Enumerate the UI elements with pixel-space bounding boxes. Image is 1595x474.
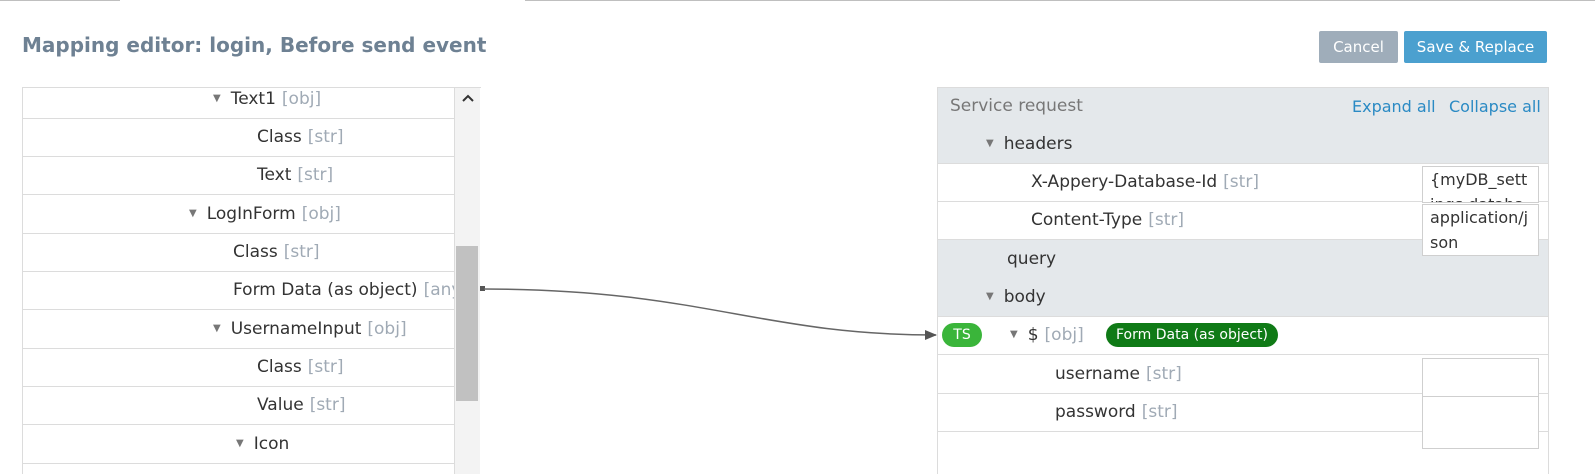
- tree-row-type: [str]: [1148, 210, 1185, 230]
- source-tree-panel: ▼Text1[obj] Class[str] Text[str] ▼LogInF…: [22, 87, 481, 474]
- tree-row-form-data[interactable]: Form Data (as object)[any]: [23, 271, 456, 310]
- tree-row-text1[interactable]: ▼ Text1[obj]: [23, 88, 456, 119]
- tree-row-type: [str]: [1223, 172, 1259, 192]
- tree-row-usernameinput-class[interactable]: Class[str]: [23, 348, 456, 387]
- tree-row-type: [str]: [297, 165, 334, 185]
- tree-row-label: Content-Type: [1031, 210, 1143, 230]
- tree-row-label: Form Data (as object): [233, 280, 418, 300]
- password-value-field[interactable]: [1422, 396, 1539, 449]
- collapse-all-link[interactable]: Collapse all: [1449, 97, 1541, 116]
- tree-row-label: $: [1027, 325, 1039, 345]
- tree-row-type: [str]: [283, 242, 320, 262]
- tree-row-body-root[interactable]: TS ▼ $[obj] Form Data (as object): [938, 316, 1548, 355]
- tree-row-type: [obj]: [281, 89, 322, 109]
- tree-row-type: [str]: [1141, 402, 1178, 422]
- tree-row-headers[interactable]: ▼ headers: [938, 125, 1548, 164]
- content-type-value-field[interactable]: application/json: [1422, 204, 1539, 256]
- triangle-down-icon[interactable]: ▼: [236, 438, 244, 449]
- tree-row-label: Class: [257, 357, 302, 377]
- tree-row-type: [any]: [423, 280, 456, 300]
- top-tab-gap: [120, 0, 525, 2]
- triangle-down-icon[interactable]: ▼: [1010, 329, 1018, 340]
- tree-row-type: [obj]: [1044, 325, 1084, 345]
- tree-row-label: username: [1055, 364, 1140, 384]
- tree-row-body[interactable]: ▼ body: [938, 278, 1548, 317]
- vertical-scrollbar[interactable]: [454, 88, 480, 474]
- tree-row-label: query: [1007, 249, 1057, 269]
- tree-row-password[interactable]: password[str]: [938, 393, 1548, 432]
- triangle-down-icon[interactable]: ▼: [189, 208, 197, 219]
- tree-row-label: X-Appery-Database-Id: [1031, 172, 1218, 192]
- top-border: [0, 0, 1595, 1]
- service-request-label: Service request: [950, 96, 1083, 116]
- tree-row-label: headers: [1003, 134, 1073, 154]
- tree-row-username[interactable]: username [str]: [938, 355, 1548, 394]
- ts-button[interactable]: TS: [942, 323, 982, 347]
- cancel-button[interactable]: Cancel: [1319, 31, 1398, 63]
- page-title: Mapping editor: login, Before send event: [22, 33, 487, 57]
- target-tree-panel: Service request Expand all Collapse all …: [937, 87, 1549, 474]
- tree-row-label: Text1: [230, 89, 276, 109]
- tree-row-loginform[interactable]: ▼ LogInForm[obj]: [23, 195, 456, 234]
- tree-row-label: password: [1055, 402, 1136, 422]
- tree-row-text1-class[interactable]: Class[str]: [23, 118, 456, 157]
- tree-row-label: body: [1003, 287, 1046, 307]
- tree-row-icon[interactable]: ▼ Icon: [23, 425, 456, 464]
- triangle-down-icon[interactable]: ▼: [986, 291, 994, 302]
- tree-row-label: Value: [257, 395, 304, 415]
- tree-row-label: UsernameInput: [230, 319, 362, 339]
- chevron-up-icon[interactable]: [455, 92, 480, 106]
- tree-row-usernameinput[interactable]: ▼ UsernameInput[obj]: [23, 310, 456, 349]
- tree-row-type: [str]: [1146, 364, 1182, 384]
- tree-row-type: [str]: [307, 127, 344, 147]
- save-replace-button[interactable]: Save & Replace: [1404, 31, 1547, 63]
- tree-row-label: Text: [257, 165, 292, 185]
- scrollbar-thumb[interactable]: [456, 246, 478, 401]
- tree-row-type: [obj]: [367, 319, 407, 339]
- database-id-value-field[interactable]: {myDB_settings.database: [1422, 166, 1539, 203]
- tree-row-label: Class: [233, 242, 278, 262]
- tree-row-usernameinput-value[interactable]: Value[str]: [23, 386, 456, 425]
- triangle-down-icon[interactable]: ▼: [213, 93, 221, 104]
- triangle-down-icon[interactable]: ▼: [213, 323, 221, 334]
- tree-row-loginform-class[interactable]: Class[str]: [23, 233, 456, 272]
- tree-row-type: [str]: [309, 395, 346, 415]
- tree-row-label: Icon: [253, 434, 290, 454]
- tree-row-text1-text[interactable]: Text[str]: [23, 156, 456, 195]
- triangle-down-icon[interactable]: ▼: [986, 138, 994, 149]
- tree-row-label: Class: [257, 127, 302, 147]
- tree-row-label: LogInForm: [206, 204, 296, 224]
- mapped-source-badge[interactable]: Form Data (as object): [1106, 323, 1278, 347]
- username-value-field[interactable]: [1422, 358, 1539, 398]
- tree-row-type: [str]: [307, 357, 344, 377]
- tree-row-content-type[interactable]: Content-Type[str]: [938, 201, 1548, 240]
- service-request-header: Service request Expand all Collapse all: [938, 88, 1548, 125]
- expand-all-link[interactable]: Expand all: [1352, 97, 1436, 116]
- tree-row-type: [obj]: [301, 204, 341, 224]
- tree-row-database-id[interactable]: X-Appery-Database-Id[str]: [938, 163, 1548, 202]
